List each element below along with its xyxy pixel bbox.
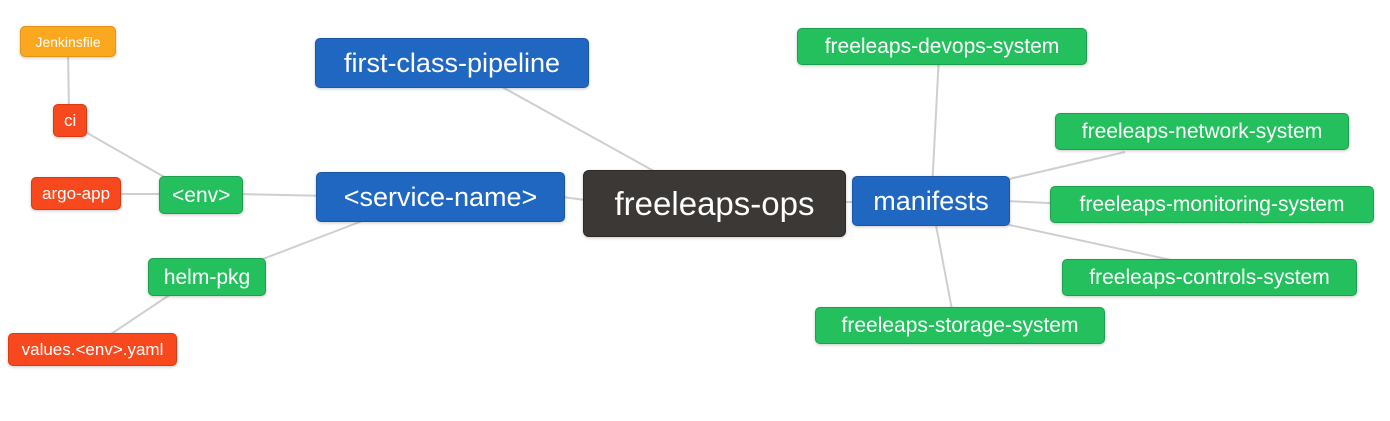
node-freeleaps-monitoring-system[interactable]: freeleaps-monitoring-system	[1050, 186, 1374, 223]
node-service-name[interactable]: <service-name>	[316, 172, 565, 222]
edge-devops-manifests	[931, 54, 940, 191]
node-label: Jenkinsfile	[35, 33, 101, 50]
node-argo-app[interactable]: argo-app	[31, 177, 122, 210]
node-first-class-pipeline[interactable]: first-class-pipeline	[315, 38, 589, 88]
edge-service-name-helm-pkg	[254, 217, 371, 263]
node-freeleaps-devops-system[interactable]: freeleaps-devops-system	[797, 28, 1087, 65]
node-label: freeleaps-devops-system	[824, 35, 1060, 58]
node-jenkinsfile[interactable]: Jenkinsfile	[20, 26, 116, 57]
edge-pipeline-root	[494, 82, 671, 181]
node-label: <service-name>	[343, 181, 538, 212]
edge-env-service-name	[237, 193, 331, 197]
edge-manifests-controls	[1004, 223, 1186, 264]
node-label: first-class-pipeline	[343, 47, 561, 78]
node-label: freeleaps-ops	[614, 185, 815, 222]
node-freeleaps-network-system[interactable]: freeleaps-network-system	[1055, 113, 1349, 150]
node-manifests[interactable]: manifests	[852, 176, 1010, 226]
node-label: argo-app	[42, 184, 111, 203]
node-label: ci	[64, 111, 77, 130]
node-label: freeleaps-controls-system	[1089, 266, 1330, 289]
node-label: freeleaps-monitoring-system	[1079, 193, 1345, 216]
node-label: freeleaps-storage-system	[841, 314, 1079, 337]
edge-manifests-network	[1004, 151, 1126, 181]
edge-manifests-storage	[934, 219, 954, 316]
node-ci[interactable]: ci	[53, 104, 88, 137]
node-env[interactable]: <env>	[159, 176, 244, 214]
node-label: freeleaps-network-system	[1081, 120, 1323, 143]
node-label: manifests	[873, 185, 989, 216]
node-values-env-yaml[interactable]: values.<env>.yaml	[8, 333, 177, 366]
node-helm-pkg[interactable]: helm-pkg	[148, 258, 266, 296]
node-freeleaps-ops-root[interactable]: freeleaps-ops	[583, 170, 846, 237]
edge-helm-pkg-values	[104, 287, 181, 339]
node-label: values.<env>.yaml	[21, 340, 164, 359]
node-freeleaps-storage-system[interactable]: freeleaps-storage-system	[815, 307, 1105, 344]
node-label: helm-pkg	[163, 265, 251, 289]
node-freeleaps-controls-system[interactable]: freeleaps-controls-system	[1062, 259, 1357, 296]
node-label: <env>	[172, 183, 231, 207]
